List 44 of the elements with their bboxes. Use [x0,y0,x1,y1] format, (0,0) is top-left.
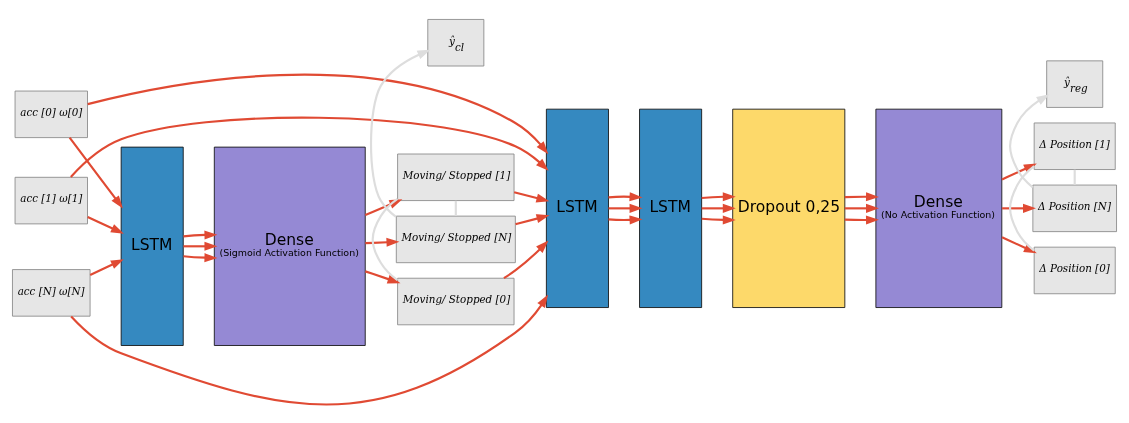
node-box: acc [0] ω[0] [14,90,88,138]
arrow [608,214,643,224]
arrow [89,258,124,276]
arrow [844,203,879,213]
node-box: Dense (Sigmoid Activation Function) [213,146,366,346]
arrow [369,49,431,218]
arrow [503,240,549,279]
arrow [68,136,123,208]
arrow [701,214,736,224]
node-box: Dropout 0,25 [732,108,846,308]
arrow [365,237,400,247]
node-box: Δ Position [N] [1032,184,1117,232]
arrow [608,203,643,213]
arrow [844,214,879,225]
node-box: Dense (No Activation Function) [875,108,1003,308]
connector [371,197,399,281]
node-box: Δ Position [0] [1033,246,1116,294]
arrow [1009,93,1050,188]
arrow [608,191,643,201]
arrow [513,190,550,202]
node-box: Moving/ Stopped [1] [397,153,515,201]
arrow [701,191,736,201]
node-box: LSTM [639,108,703,308]
node-box: acc [1] ω[1] [14,176,88,224]
arrow [183,229,218,239]
arrow [515,213,550,225]
node-box: LSTM [120,146,184,346]
node-box: acc [N] ω[N] [12,268,91,317]
connector [1073,169,1076,185]
arrow [1002,203,1036,213]
arrow [365,269,401,283]
node-box: Δ Position [1] [1033,122,1116,170]
arrow [70,116,549,178]
arrow [87,73,549,154]
arrow [183,252,218,262]
arrow [87,215,124,234]
arrow [70,294,549,405]
arrow [701,203,736,213]
node-box: Moving/ Stopped [0] [397,277,515,325]
connector [454,200,457,216]
arrow [844,191,879,201]
node-box: Moving/ Stopped [N] [395,215,516,263]
arrow [183,241,218,251]
node-box: LSTM [545,108,609,308]
